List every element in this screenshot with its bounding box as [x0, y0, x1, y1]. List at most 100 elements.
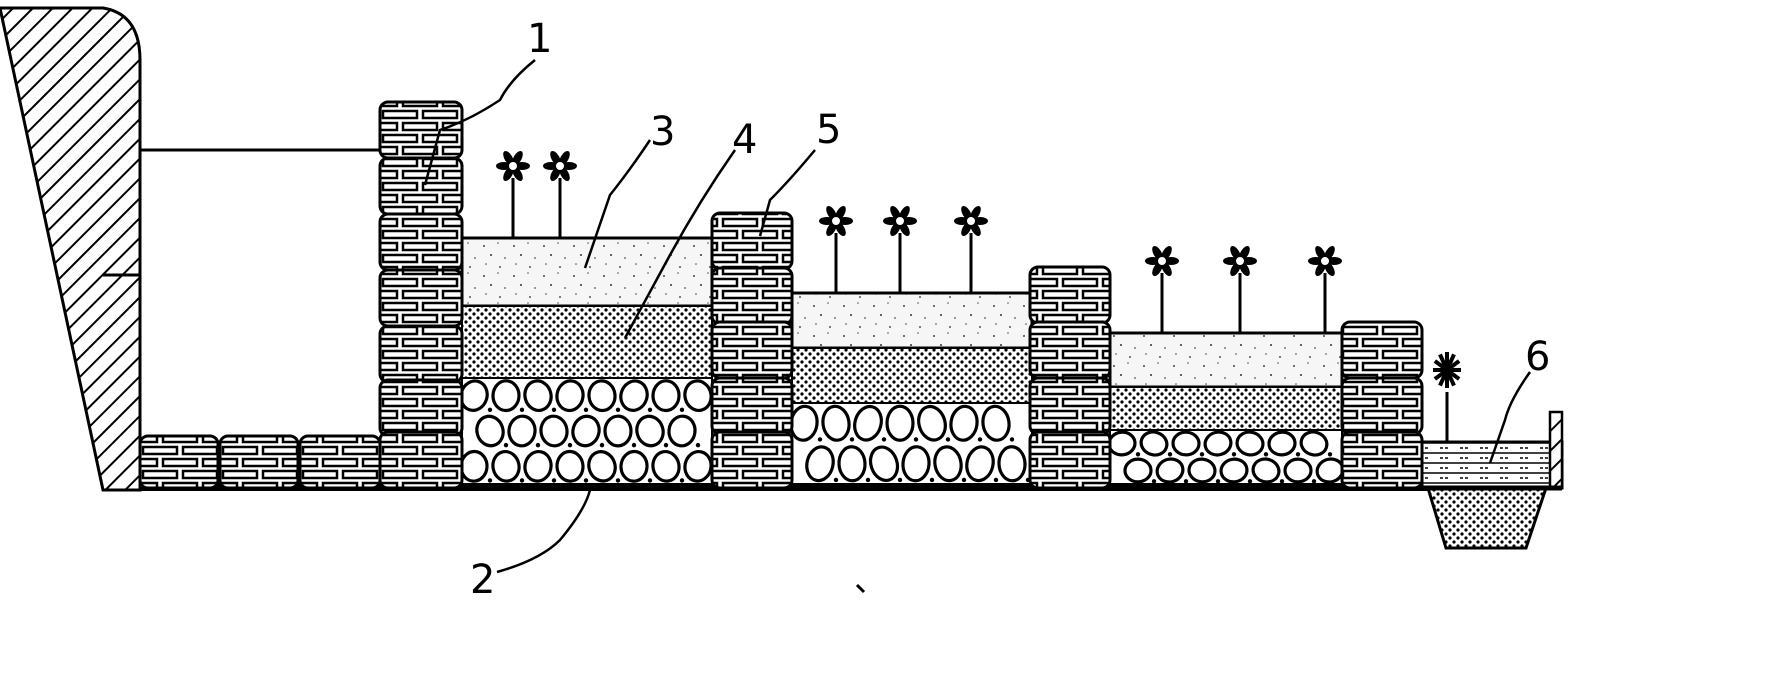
pebble — [491, 449, 521, 483]
pebble — [587, 450, 617, 483]
plant-icon — [496, 150, 530, 238]
pebble-gap-dot — [1215, 479, 1221, 484]
dam-brick-3 — [1028, 320, 1112, 380]
pebble — [667, 414, 697, 448]
pebble — [555, 379, 585, 413]
dam-brick-4 — [1340, 320, 1424, 380]
pebble-gap-dot — [1295, 452, 1301, 457]
pebble-gap-dot — [1151, 479, 1157, 484]
pebble-gap-dot — [503, 442, 509, 448]
pebble — [885, 404, 915, 442]
label-gravel: 2 — [470, 557, 495, 603]
ditch-trench — [1425, 486, 1549, 550]
pebble-gap-dot — [977, 437, 983, 442]
pebble-gap-dot — [583, 478, 589, 483]
sand-layer — [791, 347, 1033, 404]
pebble — [1155, 457, 1185, 484]
dam-brick-4 — [1340, 376, 1424, 436]
pebble-gap-dot — [551, 478, 557, 483]
label-dam: 5 — [816, 107, 841, 153]
pebble-gap-dot — [487, 478, 493, 483]
pebble — [651, 379, 681, 413]
pebble — [1171, 430, 1201, 457]
pebble-gap-dot — [599, 442, 605, 448]
plant-icon — [819, 205, 853, 293]
plant-center — [1234, 255, 1246, 267]
pebble-gap-dot — [1199, 452, 1205, 457]
pebble-gap-dot — [583, 407, 589, 412]
plant-center — [507, 160, 519, 172]
pebble — [603, 414, 633, 448]
pebble — [1219, 457, 1249, 484]
dam-brick-2 — [710, 211, 794, 271]
sand-layer — [1109, 386, 1343, 431]
pebble-gap-dot — [881, 437, 887, 442]
dam-brick-1 — [378, 378, 464, 438]
dam-brick-1 — [378, 212, 464, 272]
pebble — [933, 445, 963, 483]
pebble — [571, 414, 601, 448]
pebble-gap-dot — [849, 437, 855, 442]
pebble — [523, 379, 553, 413]
dam-brick-1 — [378, 324, 464, 384]
pebble-gap-dot — [1135, 452, 1141, 457]
dam-brick-3 — [1028, 430, 1112, 490]
pebble — [1139, 430, 1169, 457]
dam-brick-3 — [1028, 265, 1112, 325]
pebble — [491, 379, 521, 413]
pebble-gap-dot — [1263, 452, 1269, 457]
pebble — [837, 445, 867, 483]
pebble — [475, 414, 505, 448]
leader-line-dam — [758, 149, 816, 237]
pebble-gap-dot — [1247, 479, 1253, 484]
pebble-gap-dot — [865, 477, 871, 483]
pebble-gap-dot — [945, 437, 951, 442]
pebble — [1299, 430, 1329, 457]
pebble — [507, 414, 537, 448]
pebble-gap-dot — [1009, 437, 1015, 442]
plant-icon — [1145, 245, 1179, 333]
pebble — [965, 445, 995, 483]
pebble — [635, 414, 665, 448]
leader-line-ditch — [1488, 371, 1532, 464]
dam-brick-1 — [378, 268, 464, 328]
pebble-gap-dot — [929, 477, 935, 483]
pebble-gap-dot — [961, 477, 967, 483]
pebble — [917, 404, 947, 442]
plant-icon — [954, 205, 988, 293]
pebble-gap-dot — [1279, 479, 1285, 484]
label-wall: 1 — [527, 16, 552, 62]
soil-layer — [1108, 331, 1344, 389]
pebble-gap-dot — [519, 478, 525, 483]
label-soil: 3 — [650, 109, 675, 155]
pebble — [997, 445, 1027, 483]
pebble — [949, 404, 979, 442]
label-sand: 4 — [732, 117, 757, 163]
plant-icon — [543, 150, 577, 238]
pebble-gap-dot — [1167, 452, 1173, 457]
plant-center — [894, 215, 906, 227]
dam-brick-2 — [710, 266, 794, 326]
pebble-gap-dot — [993, 477, 999, 483]
plant-center — [554, 160, 566, 172]
pebble — [868, 445, 900, 482]
pebble-gap-dot — [679, 478, 685, 483]
dam-brick-2 — [710, 376, 794, 436]
pebble — [539, 414, 569, 448]
pebble — [853, 404, 883, 442]
pebble-gap-dot — [817, 437, 823, 442]
plant-icon — [1308, 245, 1342, 333]
pebble-gap-dot — [487, 407, 493, 412]
floor-brick — [298, 434, 382, 490]
leader-line-soil — [583, 139, 652, 269]
pebble-gap-dot — [679, 407, 685, 412]
pebble — [619, 379, 649, 412]
pebble-gap-dot — [615, 478, 621, 483]
pebble — [1123, 457, 1153, 484]
dam-brick-1 — [378, 156, 464, 216]
plant-icon — [1223, 245, 1257, 333]
leader-line-gravel — [496, 489, 592, 574]
pebble-gap-dot — [519, 407, 525, 412]
pebble — [901, 445, 931, 483]
